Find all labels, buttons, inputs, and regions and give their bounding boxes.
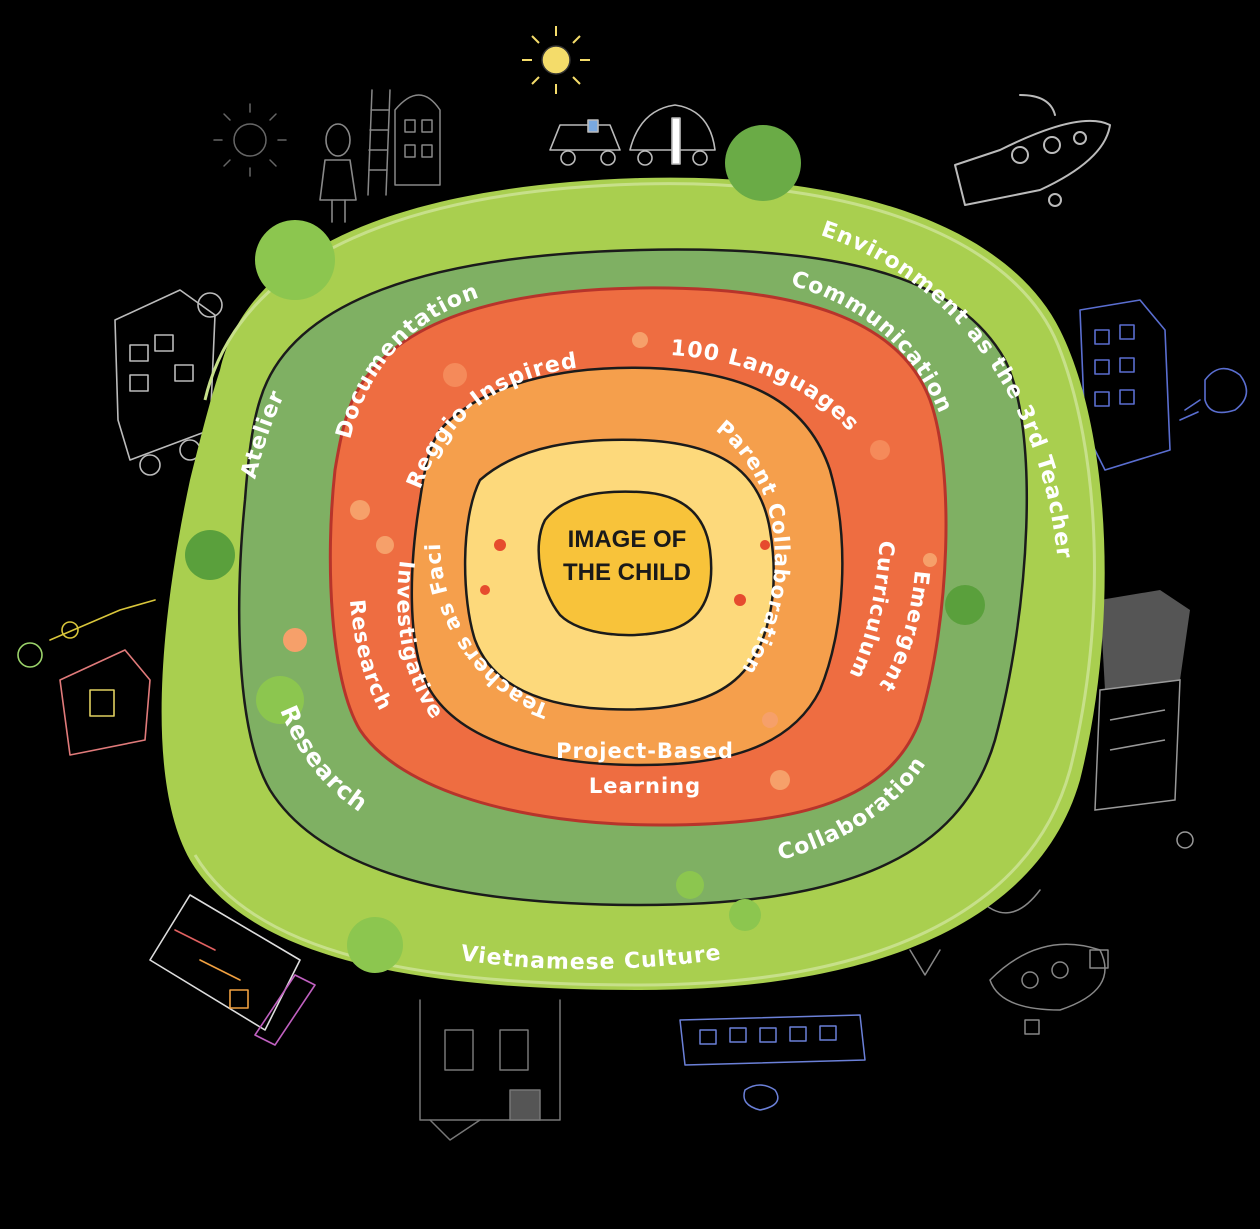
outer-ring-outline — [193, 182, 1096, 987]
doodle-sun-icon — [522, 26, 590, 94]
doodle-ladder-icon — [367, 89, 441, 196]
green-blobs — [185, 125, 985, 973]
doodle-castle-icon — [419, 999, 561, 1141]
splatter-dots — [283, 332, 937, 790]
core-label-line2: THE CHILD — [563, 559, 691, 586]
core-label-line1: IMAGE OF — [568, 526, 687, 553]
doodle-dark-building-icon — [1094, 590, 1194, 849]
doodle-car-icon — [549, 104, 716, 166]
label-learning: Learning — [589, 774, 701, 798]
doodle-rocket-icon — [954, 94, 1111, 207]
doodle-house-icon — [17, 599, 156, 756]
doodle-sun2-icon — [213, 103, 287, 177]
doodle-train-icon — [679, 1014, 866, 1111]
label-project-based: Project-Based — [556, 739, 734, 763]
doodle-book-icon — [149, 894, 316, 1046]
core — [537, 490, 713, 637]
doodle-person-icon — [319, 123, 357, 223]
